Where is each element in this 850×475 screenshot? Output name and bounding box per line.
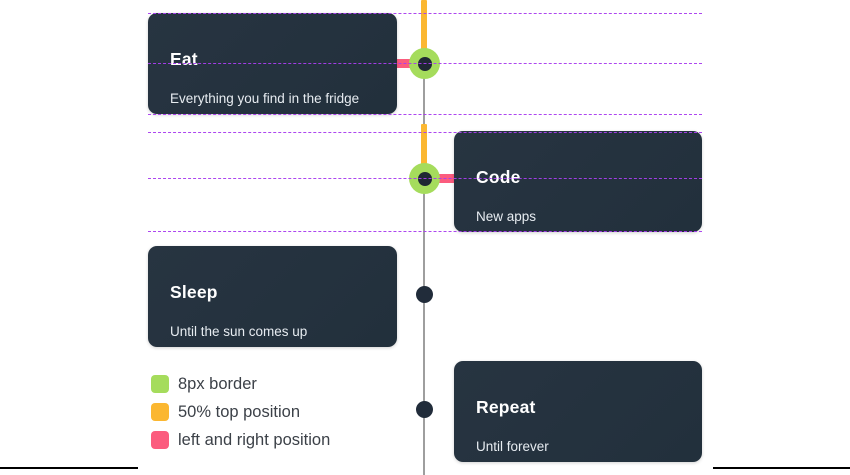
card-description-eat: Everything you find in the fridge: [170, 91, 360, 106]
timeline-spine: [423, 0, 425, 475]
guide-line-eat-top: [148, 13, 702, 14]
legend-swatch-orange-icon: [151, 403, 169, 421]
card-title-eat: Eat: [170, 49, 198, 69]
card-description-code: New apps: [476, 209, 537, 224]
guide-line-eat-bottom: [148, 114, 702, 115]
card-description-repeat: Until forever: [476, 439, 549, 454]
page-edge-rule-right: [713, 467, 850, 469]
timeline-node-sleep[interactable]: [416, 286, 433, 303]
legend-label-side-position: left and right position: [178, 430, 331, 449]
legend-label-top-position: 50% top position: [178, 402, 301, 421]
card-title-repeat: Repeat: [476, 397, 536, 417]
guide-line-code-center: [148, 178, 702, 179]
timeline-node-repeat[interactable]: [416, 401, 433, 418]
legend: 8px border 50% top position left and rig…: [151, 370, 330, 454]
legend-label-border: 8px border: [178, 374, 257, 393]
legend-item-side-position: left and right position: [151, 426, 330, 454]
timeline-card-code[interactable]: Code New apps: [454, 131, 702, 232]
card-title-code: Code: [476, 167, 521, 187]
legend-item-border: 8px border: [151, 370, 330, 398]
card-description-sleep: Until the sun comes up: [170, 324, 308, 339]
timeline-card-repeat[interactable]: Repeat Until forever: [454, 361, 702, 462]
timeline-card-sleep[interactable]: Sleep Until the sun comes up: [148, 246, 397, 347]
spine-orange-segment-code: [421, 124, 427, 170]
legend-swatch-pink-icon: [151, 431, 169, 449]
page-edge-rule-left: [0, 467, 138, 469]
guide-line-code-bottom: [148, 231, 702, 232]
guide-line-code-top: [148, 132, 702, 133]
guide-line-eat-center: [148, 63, 702, 64]
spine-orange-segment-eat: [421, 0, 427, 55]
card-title-sleep: Sleep: [170, 282, 218, 302]
legend-item-top-position: 50% top position: [151, 398, 330, 426]
legend-swatch-green-icon: [151, 375, 169, 393]
